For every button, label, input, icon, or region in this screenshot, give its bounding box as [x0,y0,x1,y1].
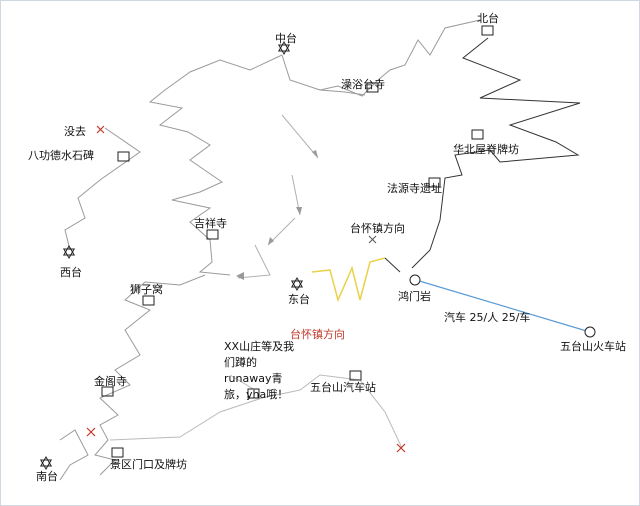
square-icon [101,386,114,397]
arrow-head-2 [296,207,302,215]
square-icon [481,25,494,36]
label-hongmenyan: 鸿门岩 [398,290,431,303]
label-gate: 景区门口及牌坊 [110,458,187,471]
label-zhongtai: 中台 [275,32,297,45]
descent-path-4 [237,244,271,279]
cross-icon [368,235,377,244]
label-jinge: 金阁寺 [94,375,127,388]
trail-zhongtai-yuyu [281,54,366,96]
trail-southwest [59,429,89,481]
road-to-bus [229,374,256,391]
trail-south-ridge [94,274,206,476]
square-icon [247,388,260,399]
trail-north-ridge [319,19,481,97]
label-bagongde: 八功德水石碑 [28,149,94,162]
square-icon [117,151,130,162]
label-fayuan: 法源寺遗址 [387,182,442,195]
label-nantai: 南台 [36,470,58,483]
trail-west-branch [64,127,141,251]
star-of-david-icon [62,245,76,259]
bus-road [415,279,591,333]
square-icon [366,82,379,93]
red-cross-icon [396,443,406,453]
label-xitai: 西台 [60,266,82,279]
square-icon [142,295,155,306]
trail-dongtai-connector [384,257,401,273]
square-icon [349,370,362,381]
star-of-david-icon [290,277,304,291]
trail-western-ridge [148,54,283,276]
square-icon [471,129,484,140]
label-taihuai-dir-red: 台怀镇方向 [290,328,345,341]
red-cross-icon [86,427,96,437]
descent-path-1 [281,114,319,159]
label-shanzhuang: XX山庄等及我们蹲的runaway青旅，yha哦！ [224,340,295,401]
circle-icon [409,274,421,286]
label-bus-station: 五台山汽车站 [310,381,376,394]
square-icon [428,177,441,188]
road-gate-east [109,374,403,449]
red-cross-icon [96,125,105,134]
star-of-david-icon [277,41,291,55]
label-beitai: 北台 [477,12,499,25]
label-huabei: 华北屋脊牌坊 [453,143,519,156]
arrow-head-3 [268,237,274,245]
square-icon [206,229,219,240]
label-meiqu: 没去 [64,125,86,138]
trail-beitai-hongmenyan [411,37,581,269]
arrow-head-4 [236,272,244,280]
label-train-station: 五台山火车站 [560,340,626,353]
label-jixiang: 吉祥寺 [194,217,227,230]
label-bus-info: 汽车 25/人 25/车 [444,311,531,324]
label-yuyutai: 澡浴台寺 [341,78,385,91]
arrow-head-1 [312,150,318,158]
label-taihuai-dir: 台怀镇方向 [350,222,405,235]
circle-icon [584,326,596,338]
star-of-david-icon [39,456,53,470]
trail-dongtai-yellow [311,257,386,303]
label-dongtai: 东台 [288,293,310,306]
label-shiziwo: 狮子窝 [130,283,163,296]
square-icon [111,447,124,458]
